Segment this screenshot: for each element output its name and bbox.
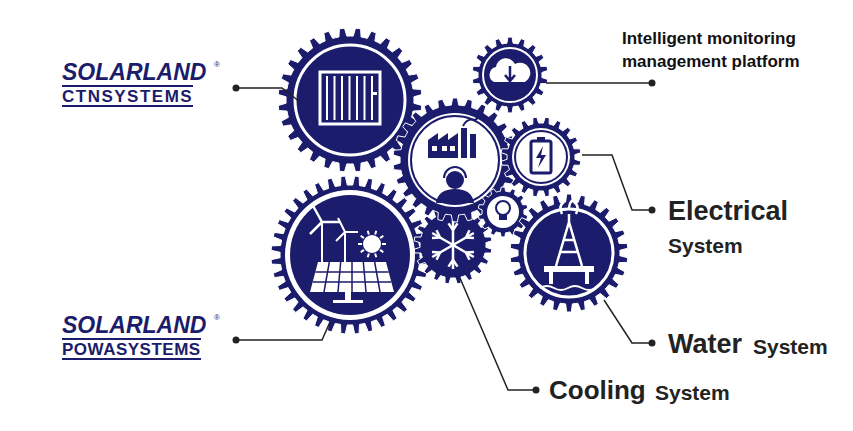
sun-ray	[368, 231, 369, 235]
snowflake-barb	[466, 230, 469, 237]
brand-subtitle: CTNSYSTEMS	[62, 85, 193, 107]
container-rib	[341, 76, 343, 120]
snowflake-arm	[452, 221, 455, 245]
oil-rig-icon	[525, 200, 613, 297]
container-rib	[326, 76, 328, 120]
panel-cell-line	[351, 262, 353, 292]
container-rib	[356, 76, 358, 120]
snowflake-barb	[453, 260, 458, 267]
sun-ray	[380, 250, 383, 252]
panel-cell-line	[313, 281, 392, 283]
callout-sublabel: System	[655, 382, 730, 404]
callout-label: Water	[668, 330, 742, 358]
container-rib	[334, 76, 336, 120]
leader-dots	[233, 80, 656, 394]
sun-ray	[361, 250, 364, 252]
registered-mark: ®	[214, 314, 220, 322]
leader-lines	[236, 83, 652, 390]
panel-cell-line	[324, 262, 329, 292]
container-rib	[349, 76, 351, 120]
panel-cell-line	[363, 262, 366, 292]
registered-mark: ®	[214, 61, 220, 69]
battery-icon	[512, 128, 570, 186]
panel-cell-line	[375, 262, 380, 292]
gear-shape	[271, 176, 429, 334]
container-rib	[364, 76, 366, 120]
gear-shape	[501, 117, 581, 197]
factory-icon	[408, 113, 502, 207]
snowflake-arm	[432, 233, 453, 245]
sun-ray	[361, 236, 364, 238]
callout-sublabel: System	[668, 235, 743, 257]
brand-logo-text: SOLARLAND	[62, 313, 206, 337]
sun-ray	[375, 231, 376, 235]
callout-label: Electrical	[668, 197, 788, 225]
container-rib	[371, 76, 373, 120]
sun-ray	[382, 243, 386, 245]
snowflake-barb	[432, 236, 440, 239]
callout-label: Cooling	[549, 377, 646, 404]
sun-ray	[380, 236, 383, 238]
snowflake-arm	[453, 233, 474, 245]
sun-ray	[375, 254, 376, 258]
snowflake-arm	[453, 245, 474, 257]
callout-label: Intelligent monitoring management platfo…	[622, 28, 844, 74]
container-icon	[295, 45, 405, 155]
snowflake-barb	[466, 251, 474, 254]
brand-subtitle: POWASYSTEMS	[62, 338, 201, 360]
snowflake-barb	[437, 253, 440, 260]
callout-sublabel: System	[753, 336, 828, 358]
cloud-icon	[483, 48, 537, 102]
sun-ray	[368, 254, 369, 258]
brand-logo-text: SOLARLAND	[62, 60, 206, 84]
panel-cell-line	[338, 262, 341, 292]
snowflake-barb	[448, 223, 453, 230]
gear-shape	[393, 98, 517, 222]
gear-shape	[472, 37, 547, 113]
solar-icon	[285, 190, 415, 320]
snowflake-arm	[432, 245, 453, 257]
snowflake-arm	[452, 245, 455, 269]
sun-ray	[358, 243, 362, 245]
bulb-icon	[487, 196, 519, 228]
snowflake-icon	[432, 221, 474, 269]
gear-group	[271, 28, 628, 334]
gear-shape	[510, 194, 628, 312]
panel-cell-line	[315, 271, 388, 273]
